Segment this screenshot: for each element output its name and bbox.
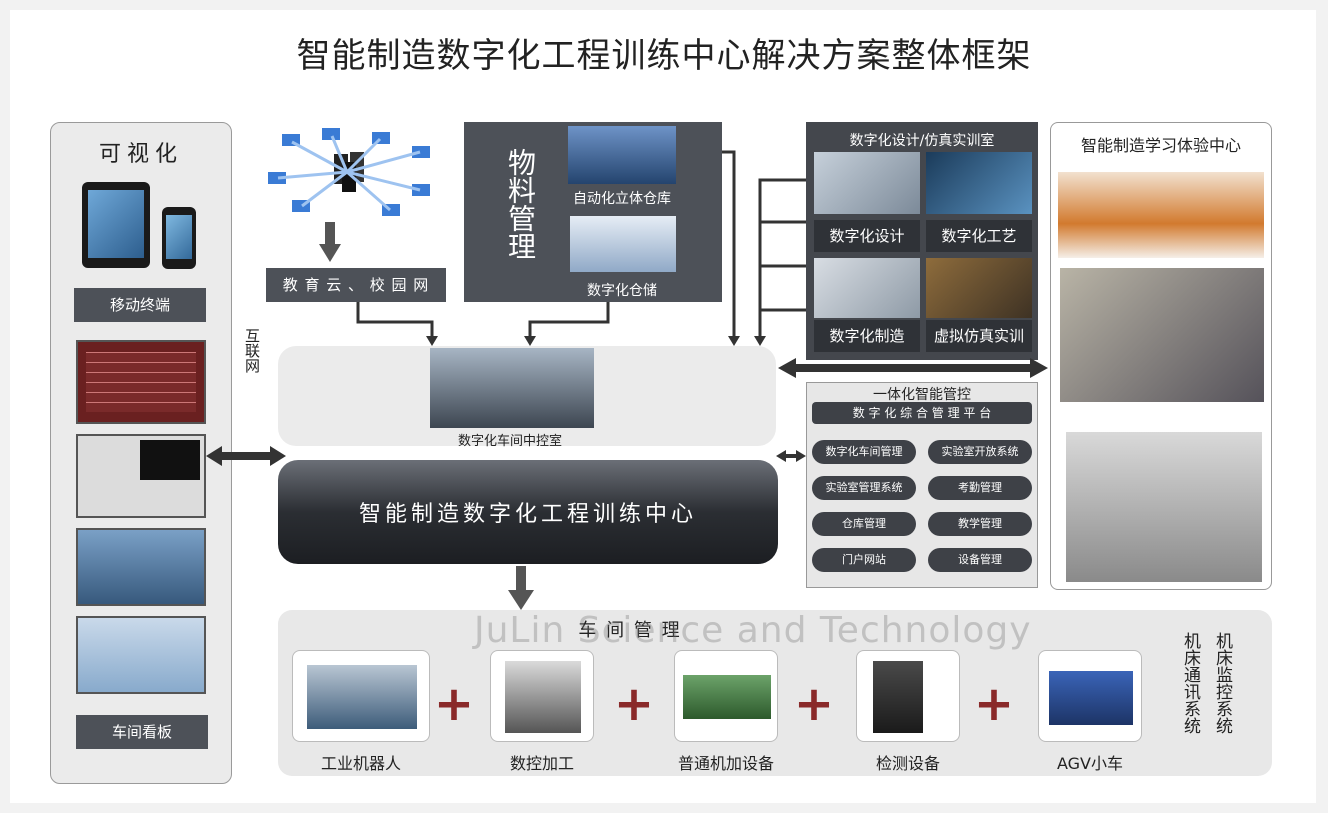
robots-image xyxy=(1058,172,1264,258)
plus-icon: + xyxy=(433,676,475,732)
machine-monitor-system-label: 机床监控系统 xyxy=(1212,632,1232,734)
design-screenshot-2 xyxy=(926,152,1032,214)
digital-design-button[interactable]: 数字化设计 xyxy=(814,220,920,252)
machine-label: 数控加工 xyxy=(509,754,574,773)
mgmt-item[interactable]: 门户网站 xyxy=(812,548,916,572)
mgmt-item[interactable]: 设备管理 xyxy=(928,548,1032,572)
phone-icon xyxy=(162,207,196,269)
control-room-image xyxy=(430,348,594,428)
mgmt-item[interactable]: 考勤管理 xyxy=(928,476,1032,500)
machine-label: 普通机加设备 xyxy=(677,754,774,773)
digital-storage-label: 数字化仓储 xyxy=(587,283,657,299)
mgmt-item[interactable]: 教学管理 xyxy=(928,512,1032,536)
control-room-label: 数字化车间中控室 xyxy=(457,434,562,449)
machine-label: 检测设备 xyxy=(875,754,940,773)
cnc-card xyxy=(490,650,594,742)
lathe-card xyxy=(674,650,778,742)
plus-icon: + xyxy=(973,676,1015,732)
workshop-board-label: 车间看板 xyxy=(76,715,208,749)
auto-warehouse-image xyxy=(568,126,676,184)
mgmt-item[interactable]: 仓库管理 xyxy=(812,512,916,536)
machine-label: AGV小车 xyxy=(1056,754,1123,773)
mgmt-heading: 一体化智能管控 xyxy=(873,387,971,403)
digital-process-button[interactable]: 数字化工艺 xyxy=(926,220,1032,252)
internet-label: 互联网 xyxy=(243,328,261,373)
design-screenshot-4 xyxy=(926,258,1032,318)
material-heading: 物料管理 xyxy=(504,148,537,260)
virtual-simulation-button[interactable]: 虚拟仿真实训 xyxy=(926,320,1032,352)
3d-printer-image xyxy=(1060,268,1264,402)
network-illustration xyxy=(262,124,442,220)
edu-cloud-label: 教 育 云 、 校 园 网 xyxy=(266,268,446,302)
machine-label: 工业机器人 xyxy=(320,754,401,773)
mgmt-item[interactable]: 实验室开放系统 xyxy=(928,440,1032,464)
dashboard-screen-1 xyxy=(76,340,206,424)
auto-warehouse-label: 自动化立体仓库 xyxy=(573,191,671,207)
digital-manufacturing-button[interactable]: 数字化制造 xyxy=(814,320,920,352)
watermark-text: JuLin Science and Technology xyxy=(474,610,1032,651)
inspection-card xyxy=(856,650,960,742)
industrial-robot-card xyxy=(292,650,430,742)
down-arrow-icon xyxy=(319,222,341,262)
page-title: 智能制造数字化工程训练中心解决方案整体框架 xyxy=(296,36,1032,76)
tablet-icon xyxy=(82,182,150,268)
digital-storage-image xyxy=(570,216,676,272)
dashboard-screen-3 xyxy=(76,528,206,606)
design-room-heading: 数字化设计/仿真实训室 xyxy=(849,133,995,149)
mgmt-item[interactable]: 实验室管理系统 xyxy=(812,476,916,500)
mgmt-platform: 数 字 化 综 合 管 理 平 台 xyxy=(812,402,1032,424)
experience-center-heading: 智能制造学习体验中心 xyxy=(1080,136,1241,155)
mgmt-item[interactable]: 数字化车间管理 xyxy=(812,440,916,464)
dashboard-screen-4 xyxy=(76,616,206,694)
design-screenshot-3 xyxy=(814,258,920,318)
workshop-heading: 车 间 管 理 xyxy=(578,620,682,641)
visualization-heading: 可视化 xyxy=(98,142,183,167)
plus-icon: + xyxy=(793,676,835,732)
agv-card xyxy=(1038,650,1142,742)
laser-equipment-image xyxy=(1066,432,1262,582)
down-arrow-icon xyxy=(508,566,534,610)
design-screenshot-1 xyxy=(814,152,920,214)
dashboard-screen-2 xyxy=(76,434,206,518)
plus-icon: + xyxy=(613,676,655,732)
mobile-terminal-label: 移动终端 xyxy=(74,288,206,322)
machine-comm-system-label: 机床通讯系统 xyxy=(1180,632,1200,734)
center-bar xyxy=(278,460,778,564)
center-label: 智能制造数字化工程训练中心 xyxy=(358,502,697,527)
